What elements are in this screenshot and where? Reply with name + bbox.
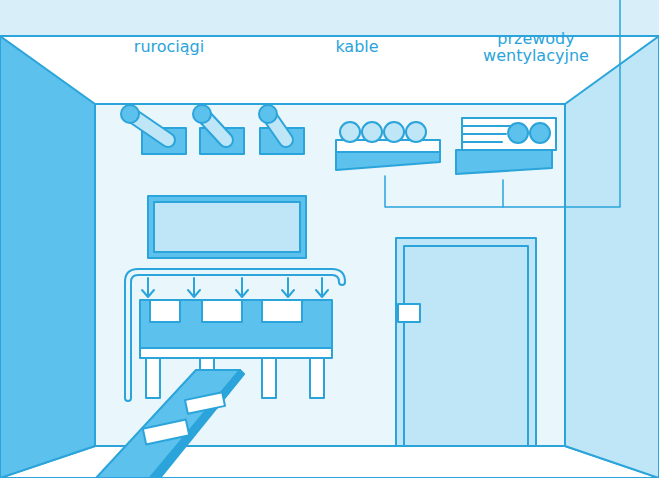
part-label: przewody wentylacyjne xyxy=(481,30,591,64)
part-label: kable xyxy=(307,38,407,55)
part-label: rurociągi xyxy=(109,38,229,55)
